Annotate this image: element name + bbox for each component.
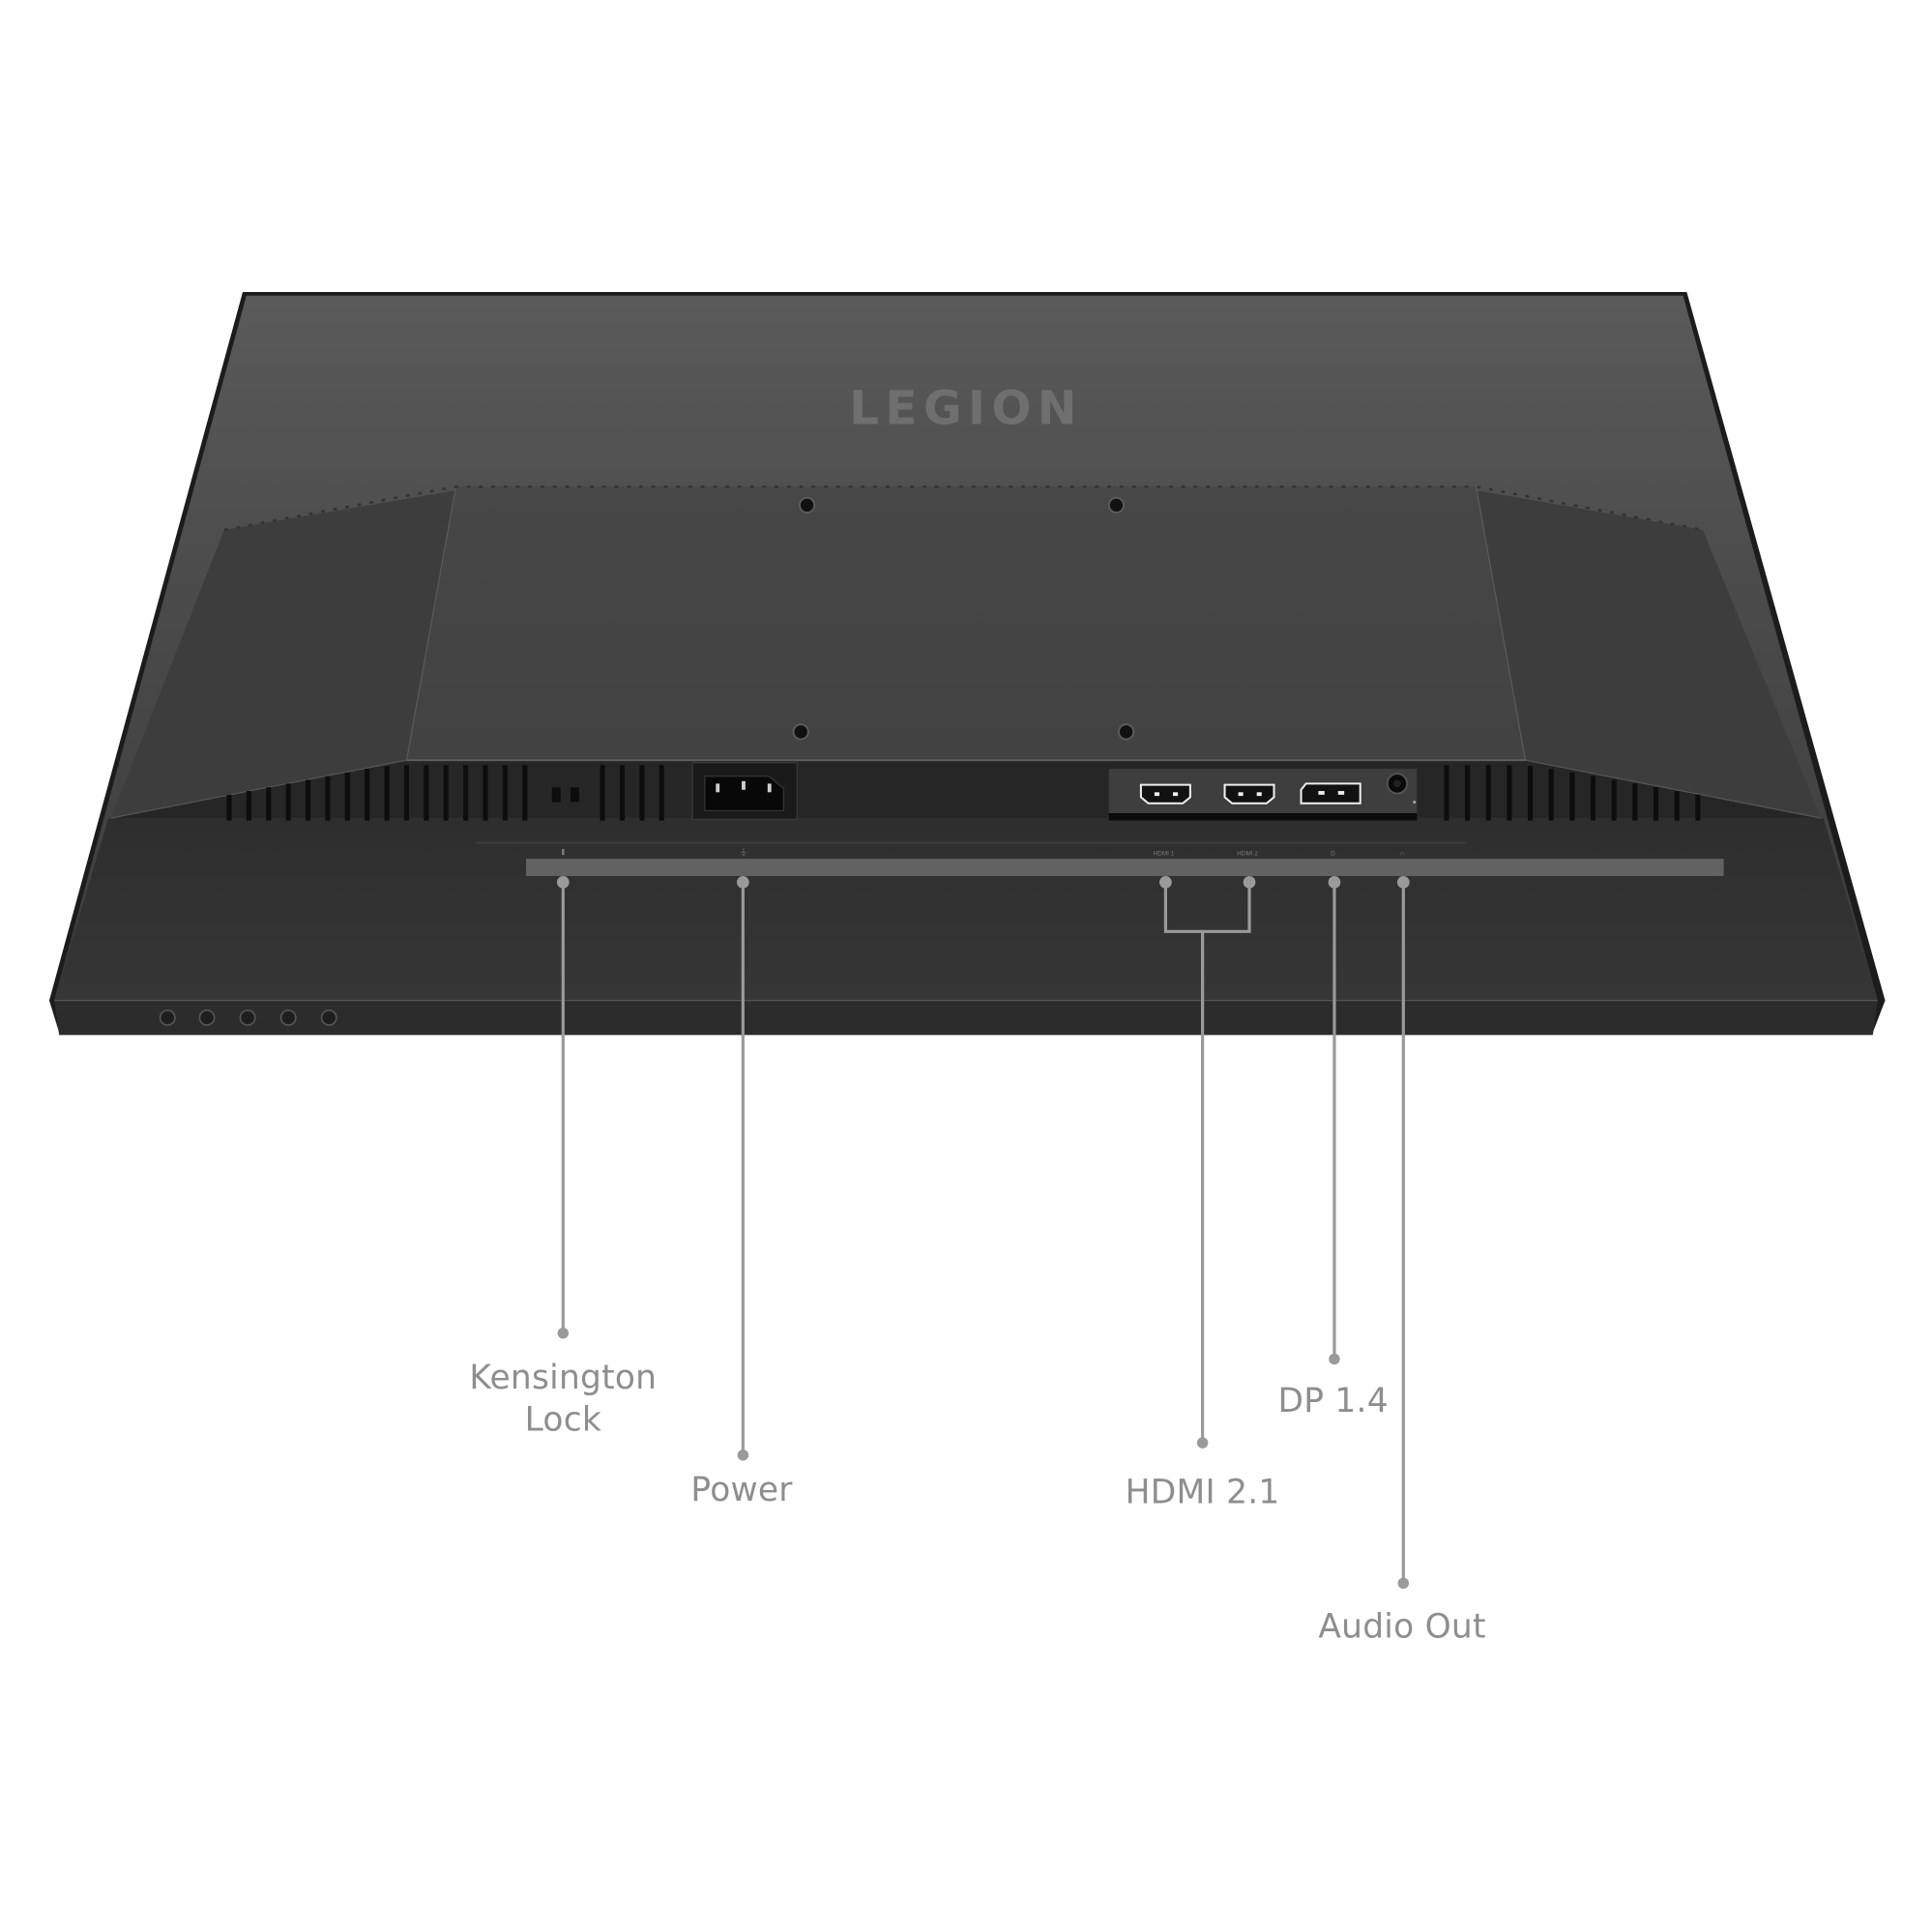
callout-label-hdmi: HDMI 2.1 xyxy=(1126,1473,1280,1514)
callout-label-power: Power xyxy=(690,1470,792,1511)
control-buttons xyxy=(159,1010,337,1026)
monitor-body xyxy=(48,291,1886,1036)
svg-text:LEGION: LEGION xyxy=(849,381,1083,435)
right-vents xyxy=(1444,765,1701,821)
label-line: HDMI 2.1 xyxy=(1125,1473,1280,1512)
callout-label-kensington-lock: Kensington Lock xyxy=(469,1358,657,1442)
hdmi-1-port xyxy=(1139,783,1191,805)
dp-icon: D xyxy=(1331,850,1335,857)
vesa-screws xyxy=(792,496,1135,741)
legion-logo: LEGION xyxy=(849,381,1083,435)
label-line: Lock xyxy=(524,1400,602,1440)
kensington-icon xyxy=(562,848,565,856)
headphone-icon: ∩ xyxy=(1399,850,1404,857)
callout-label-dp: DP 1.4 xyxy=(1277,1381,1388,1422)
callout-label-audio-out: Audio Out xyxy=(1318,1607,1485,1649)
displayport-port xyxy=(1300,782,1361,805)
label-line: Power xyxy=(690,1471,793,1509)
callout-bar xyxy=(526,859,1724,876)
label-line: Audio Out xyxy=(1318,1607,1486,1647)
hdmi-2-silk: HDMI 2 xyxy=(1237,850,1258,857)
power-icon: ⏚ xyxy=(740,847,748,857)
silkscreen-labels: ⏚ HDMI 1 HDMI 2 D ∩ xyxy=(562,847,1404,857)
callout-lines xyxy=(556,875,1410,1590)
power-socket xyxy=(691,762,799,820)
kensington-slot xyxy=(551,787,579,803)
audio-jack xyxy=(1386,773,1417,805)
left-vents xyxy=(226,765,664,821)
hdmi-2-port xyxy=(1223,783,1275,805)
io-panel xyxy=(1108,769,1418,821)
hdmi-1-silk: HDMI 1 xyxy=(1154,850,1175,857)
label-line: DP 1.4 xyxy=(1277,1382,1389,1421)
label-line: Kensington xyxy=(469,1359,658,1397)
